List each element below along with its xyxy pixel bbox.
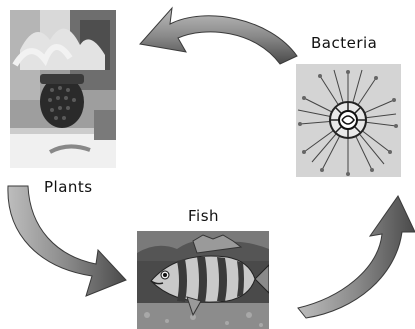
fish-label: Fish — [188, 207, 219, 225]
bacteria-label: Bacteria — [311, 34, 377, 52]
plants-photo — [10, 10, 116, 168]
plants-label: Plants — [44, 178, 93, 196]
bacteria-image — [296, 64, 401, 177]
fish-photo — [137, 231, 269, 329]
